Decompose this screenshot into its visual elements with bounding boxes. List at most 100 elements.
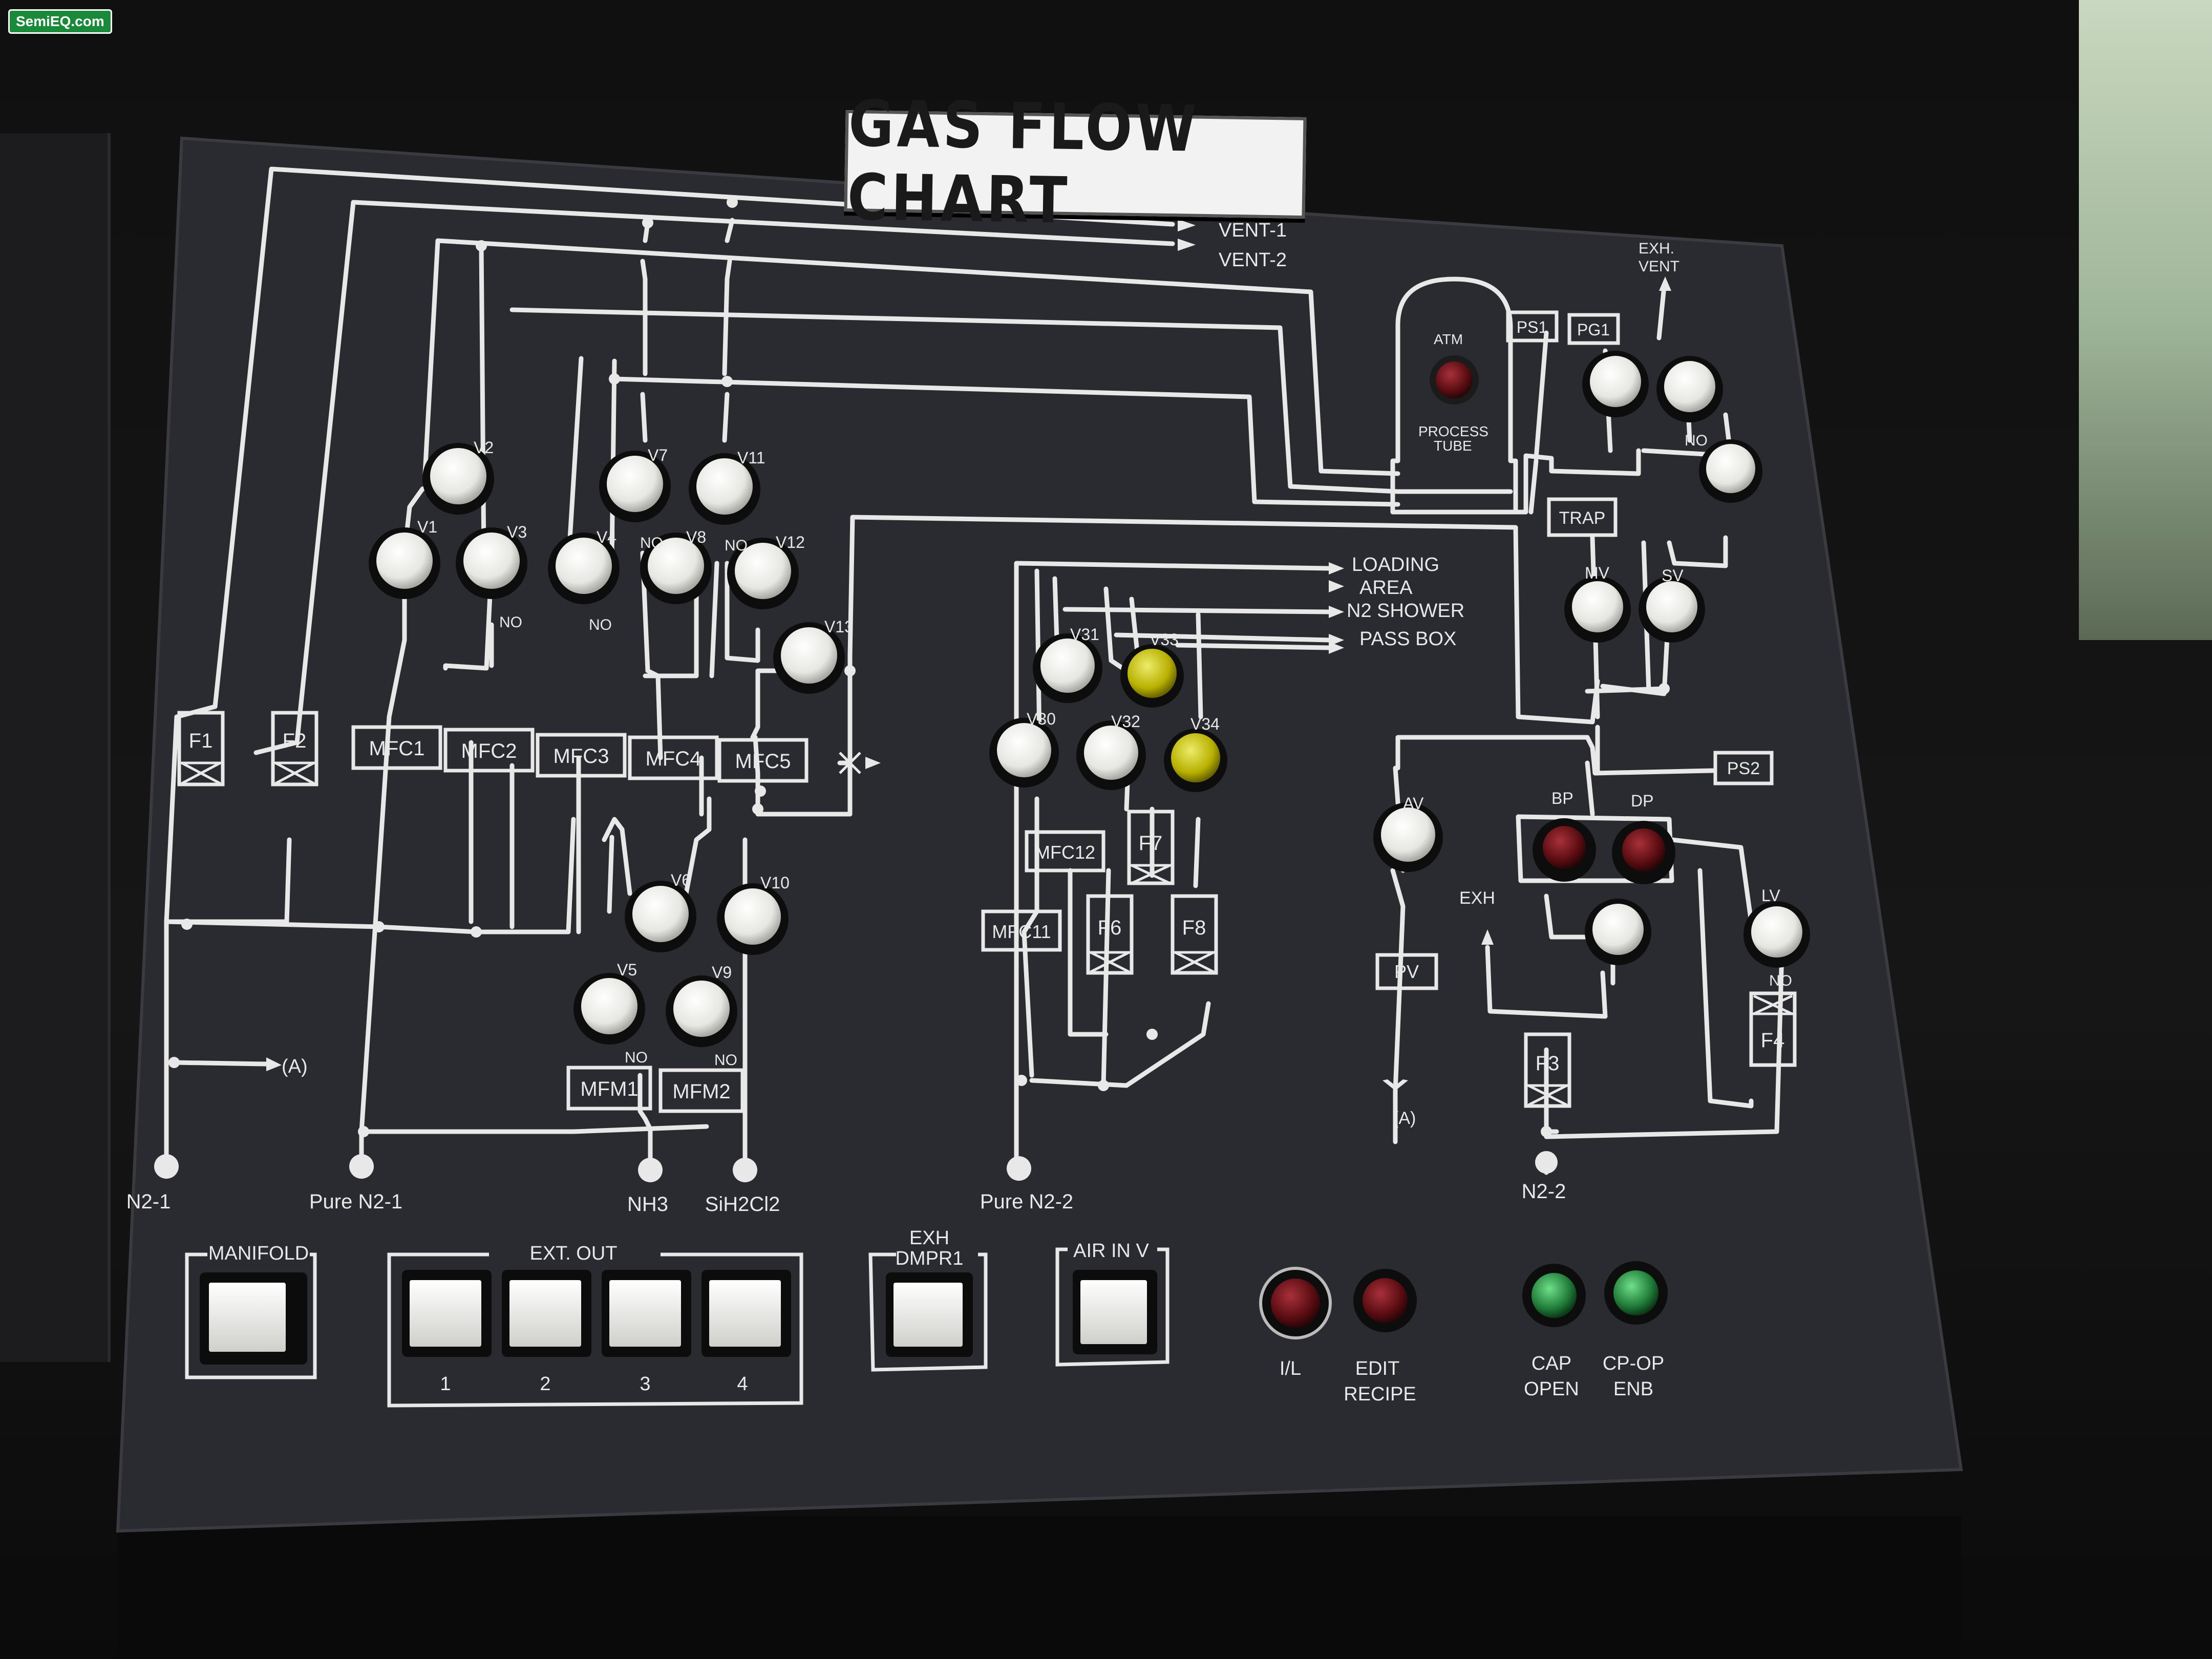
ext-out-3-label: 3: [640, 1373, 650, 1395]
box-f1: F1: [189, 730, 213, 752]
valve-sv-label: SV: [1662, 566, 1684, 585]
label-boxes: [177, 310, 1797, 1113]
ext-out-3-button[interactable]: [602, 1270, 691, 1357]
ext-out-2-button[interactable]: [502, 1270, 591, 1357]
valve-v4-lamp[interactable]: [548, 533, 620, 604]
valve-v12-lamp[interactable]: [727, 538, 799, 609]
atm-indicator-lamp: [1430, 355, 1479, 405]
box-mfc11: MFC11: [992, 921, 1051, 942]
exh-dmpr1-button[interactable]: [886, 1272, 973, 1357]
valve-v2-label: V2: [474, 438, 494, 457]
edit-recipe-label-2: RECIPE: [1344, 1384, 1416, 1405]
valve-dp-label: DP: [1631, 792, 1653, 810]
valve-v4-label: V4: [597, 528, 616, 546]
ext-out-1-button[interactable]: [402, 1270, 492, 1357]
ref-a-label-1: (A): [282, 1056, 308, 1077]
no-label-v3: NO: [499, 614, 522, 631]
ext-out-4-label: 4: [737, 1373, 748, 1395]
cap-open-label-1: CAP: [1532, 1353, 1571, 1374]
valve-v6-lamp[interactable]: [625, 881, 696, 952]
valve-v31-label: V31: [1070, 625, 1099, 644]
status-lamps: [1259, 1261, 1668, 1339]
box-f3: F3: [1536, 1052, 1560, 1075]
ext-out-label: EXT. OUT: [529, 1243, 617, 1264]
ref-a-label-2: (A): [1393, 1109, 1416, 1128]
valve-v2-lamp[interactable]: [422, 443, 494, 515]
valve-v5-lamp[interactable]: [573, 973, 645, 1045]
exh-dmpr-label-1: EXH: [909, 1227, 949, 1249]
no-label-v5: NO: [625, 1049, 648, 1066]
valve-v8-lamp[interactable]: [640, 533, 712, 604]
valve-v11-lamp[interactable]: [689, 453, 760, 525]
valve-v33-label: V33: [1150, 630, 1179, 649]
valve-v33-lamp[interactable]: [1120, 644, 1184, 708]
valve-v34-label: V34: [1190, 715, 1220, 733]
box-f7: F7: [1139, 832, 1163, 855]
ext-out-4-button[interactable]: [701, 1270, 791, 1357]
no-label-v4: NO: [589, 616, 612, 633]
exh-label: EXH: [1459, 888, 1495, 908]
valve-v10-lamp[interactable]: [717, 883, 789, 955]
valve-v10-label: V10: [760, 874, 790, 892]
valve-exh-lamp[interactable]: [1656, 356, 1723, 422]
box-mfc2: MFC2: [461, 740, 517, 762]
valve-v13-label: V13: [824, 618, 854, 636]
atm-label: ATM: [1434, 331, 1463, 347]
box-mfc12: MFC12: [1035, 842, 1095, 863]
il-label: I/L: [1280, 1358, 1301, 1379]
valve-v32-lamp[interactable]: [1076, 720, 1146, 790]
valve-v9-lamp[interactable]: [666, 975, 737, 1047]
valve-mv-lamp[interactable]: [1564, 576, 1631, 643]
valve-v13-lamp[interactable]: [773, 622, 845, 694]
box-mfc5: MFC5: [735, 750, 791, 773]
valve-bp-label: BP: [1551, 789, 1573, 807]
filter-symbols: [179, 752, 1795, 1107]
valve-lv-label: LV: [1761, 886, 1780, 905]
source-ports: [154, 1151, 1558, 1182]
air-in-v-button[interactable]: [1073, 1270, 1157, 1354]
valve-v9-label: V9: [712, 963, 732, 982]
manifold-button[interactable]: [200, 1272, 307, 1365]
exh-dmpr-label-2: DMPR1: [895, 1248, 963, 1269]
no-label-v11: NO: [725, 537, 748, 554]
valve-pg1-lamp[interactable]: [1582, 351, 1649, 417]
process-tube-label-1: PROCESS: [1418, 423, 1488, 439]
n2-shower-label: N2 SHOWER: [1347, 600, 1464, 622]
valve-v7-lamp[interactable]: [599, 451, 671, 522]
loading-area-label-2: AREA: [1359, 577, 1413, 599]
valve-v3-lamp[interactable]: [456, 527, 527, 599]
source-n2-2: N2-2: [1522, 1180, 1566, 1203]
source-sih2cl2: SiH2Cl2: [705, 1193, 780, 1216]
valve-v5-label: V5: [617, 961, 637, 979]
box-ps1: PS1: [1517, 318, 1547, 336]
no-label-exh: NO: [1685, 432, 1708, 449]
source-pure-n2-2: Pure N2-2: [980, 1190, 1073, 1213]
valve-v31-lamp[interactable]: [1033, 633, 1102, 703]
watermark-logo: SemiEQ.com: [8, 9, 112, 34]
panel-base-shadow: [118, 1516, 1961, 1659]
valve-v1-lamp[interactable]: [369, 527, 440, 599]
valve-side-lamp[interactable]: [1699, 439, 1762, 503]
vent-2-label: VENT-2: [1219, 249, 1287, 271]
pass-box-label: PASS BOX: [1359, 628, 1456, 650]
exh-vent-label-1: EXH.: [1639, 240, 1674, 257]
valve-av-lamp[interactable]: [1373, 802, 1443, 872]
valve-v34-lamp[interactable]: [1164, 729, 1227, 792]
box-pv: PV: [1394, 961, 1419, 982]
valve-sv-lamp[interactable]: [1639, 576, 1705, 643]
arrowheads: [266, 219, 1671, 1091]
valve-v3-label: V3: [507, 523, 527, 541]
valve-v7-label: V7: [648, 446, 668, 464]
valve-av-label: AV: [1403, 794, 1424, 813]
title-plate: GAS FLOW CHART: [844, 87, 1307, 238]
valve-v11-label: V11: [737, 449, 765, 467]
valve-v30-lamp[interactable]: [989, 718, 1059, 788]
box-mfc1: MFC1: [369, 737, 425, 760]
valve-lv-lamp[interactable]: [1743, 901, 1810, 968]
valve-pump-lamp[interactable]: [1585, 899, 1651, 965]
edit-recipe-indicator-lamp: [1353, 1269, 1417, 1332]
vent-1-label: VENT-1: [1219, 220, 1287, 241]
box-mfm1: MFM1: [580, 1078, 638, 1100]
cp-op-enb-indicator-lamp: [1604, 1261, 1668, 1325]
